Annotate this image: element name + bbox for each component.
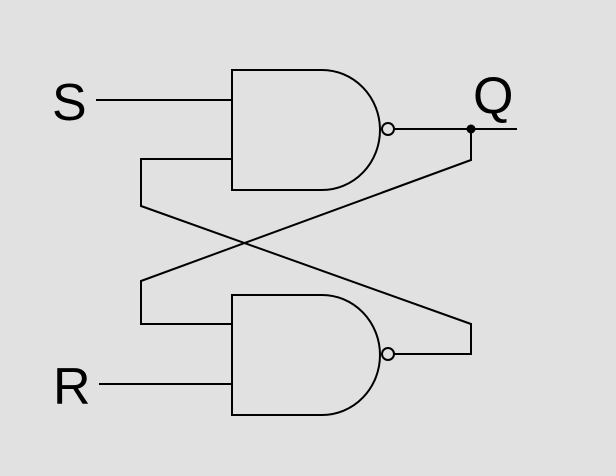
bottom-nand-gate-body [231, 294, 381, 416]
q-label: Q [473, 67, 513, 125]
top-nand-gate-bubble [381, 122, 395, 136]
bottom-nand-gate [231, 294, 395, 416]
bottom-nand-gate-bubble [381, 347, 395, 361]
q-feedback-wire [140, 128, 472, 325]
top-nand-gate-body [231, 69, 381, 191]
qbar-feedback-wire [140, 158, 472, 355]
q-junction-dot [466, 124, 476, 134]
r-label: R [53, 358, 91, 416]
s-label: S [52, 74, 87, 132]
top-nand-gate [231, 69, 395, 191]
